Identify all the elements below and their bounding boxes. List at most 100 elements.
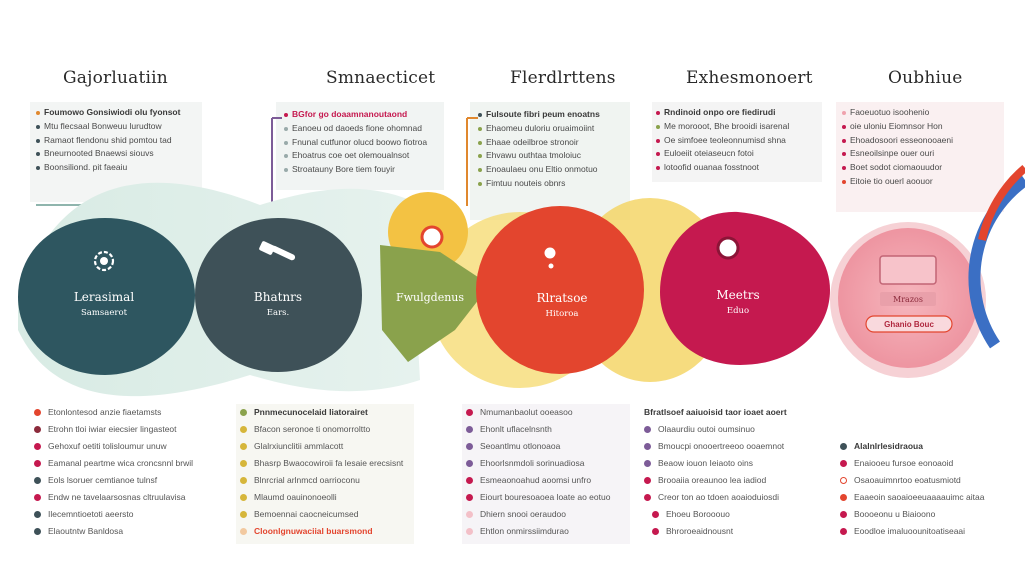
circle-2-shape [195,218,362,372]
list-item: Endw ne tavelaarsosnas cltruulavisa [34,489,220,506]
list-item: Glalrxiunclitii ammlacott [240,438,426,455]
desc-line: Oe simfoee teoleonnumisd shna [656,134,816,148]
stage-list-4: Bfratlsoef aaiuoisid taor ioaet aoert Ol… [644,404,830,540]
desc-line: Me morooot, Bhe brooidi isarenal [656,120,816,134]
list-item: Cloonlgnuwaciial buarsmond [240,523,426,540]
stage-desc-2: BGfor go doaamnanoutaond Eanoeu od daoed… [284,108,452,177]
circle-1-shape [18,218,195,375]
stage-list-5: Alalnlrlesidraoua Enaiooeu fursoe eonoao… [840,438,1010,540]
target-icon [546,258,556,269]
list-item: Eamanal peartme wica croncsnnl brwil [34,455,220,472]
list-item: Osaoauimnrtoo eoatusmiotd [840,472,1010,489]
pill-shape [865,315,953,333]
list-item: Bhasrp Bwaocowiroii fa lesaie erecsisnt [240,455,426,472]
desc-line: Ehaae odeilbroe stronoir [478,136,626,150]
desc-line: Boet sodot ciomaouudor [842,161,1000,175]
desc-line: Ehoadosoori esseonooaeni [842,134,1000,148]
desc-line: Eanoeu od daoeds fione ohomnad [284,122,452,136]
desc-line: Foumowo Gonsiwiodi olu fyonsot [36,106,204,120]
desc-line: Faoeuotuo isoohenio [842,106,1000,120]
circle-5-shape [660,211,830,365]
list-item: Beaow iouon Ieiaoto oins [644,455,830,472]
box-icon [879,255,937,285]
circle-3-shape [380,245,490,362]
pin-3-ring [544,247,556,259]
stage-title-2: Smnaecticet [326,68,436,88]
list-item: Ehtlon onmirssiimdurao [466,523,652,540]
desc-line: Euloeiit oteiaseucn fotoi [656,147,816,161]
list-item: Eiourt bouresoaoea loate ao eotuo [466,489,652,506]
list-item: Ehonlt uflacelnsnth [466,421,652,438]
desc-panel-4 [652,102,822,182]
circle-label-2-title: Bhatnrs [253,290,303,304]
list-item: Creor ton ao tdoen aoaioduiosdi [644,489,830,506]
box-label-bg [880,292,936,306]
stage-desc-1: Foumowo Gonsiwiodi olu fyonsot Mtu flecs… [36,106,204,175]
red-arc [978,164,1025,241]
list-item: Bmoucpi onooertreeoo ooaemnot [644,438,830,455]
circle-label-1-sub: Samsaerot [80,308,127,318]
gear-icon [91,248,117,274]
circle-label-4-title: Rlratsoe [536,291,588,305]
desc-panel-2 [276,102,444,190]
stage-list-1: Etonlontesod anzie fiaetamsts Etrohn tlo… [34,404,220,540]
list-item: Ilecemntioetoti aeersto [34,506,220,523]
desc-line: Bneurnooted Bnaewsi siouvs [36,147,204,161]
list-item: Etrohn tloi iwiar eiecsier lingasteot [34,421,220,438]
list-panel-2 [236,404,414,544]
desc-line: Esneoilsinpe ouer ouri [842,147,1000,161]
desc-line: Boonsiliond. pit faeaiu [36,161,204,175]
circle-label-4-sub: Hitoroa [545,309,579,319]
circle-label-2: Bhatnrs Ears. [236,290,320,318]
list-item: Nmumanbaolut ooeasoo [466,404,652,421]
stage-list-3: Nmumanbaolut ooeasoo Ehonlt uflacelnsnth… [466,404,652,540]
circle-4-shape [476,206,644,374]
desc-line: Fnunal cutfunor olucd boowo fiotroa [284,136,452,150]
desc-line: lotoofid ouanaa fosstnoot [656,161,816,175]
list-panel-3 [462,404,630,544]
list-item: Blnrcrial arlnmcd oarrioconu [240,472,426,489]
list-item: Elaoutntw Banldosa [34,523,220,540]
list-item: Eoodloe imaluoounitoatiseaai [840,523,1010,540]
stage-title-4: Exhesmonoert [686,68,813,88]
stage-title-5: Oubhiue [888,68,963,88]
desc-line: Stroatauny Bore tiem fouyir [284,163,452,177]
pin-2-ring [716,236,740,260]
list-item: Pnnmecunocelaid Iiatorairet [240,404,426,421]
list-item: Enaiooeu fursoe eonoaoid [840,455,1010,472]
desc-line: Ehoatrus coe oet olemoualnsot [284,149,452,163]
list-item: Eols lsoruer cemtianoe tulnsf [34,472,220,489]
list-item: Olaaurdiu outoi oumsinuo [644,421,830,438]
circle-label-5-sub: Eduo [726,306,750,316]
stage-list-2: Pnnmecunocelaid Iiatorairet Bfacon seron… [240,404,426,540]
circle-label-3-title: Fwulgdenus [395,291,465,304]
list-item: Brooaiia oreaunoo lea iadiod [644,472,830,489]
circle-label-4: Rlratsoe Hitoroa [520,291,604,319]
stage-desc-4: Rndinoid onpo ore fiedirudi Me morooot, … [656,106,816,175]
desc-line: Enoaulaeu onu Eltio onmotuo [478,163,626,177]
list-item: Mlaumd oauinonoeolli [240,489,426,506]
list-item: Alalnlrlesidraoua [840,438,1010,455]
list-item: Ehoeu Borooouo [644,506,830,523]
circle-label-5: Meetrs Eduo [696,288,780,316]
stage-title-3: Flerdlrttens [510,68,616,88]
list-item: Bfratlsoef aaiuoisid taor ioaet aoert [644,407,787,417]
desc-line: Ehvawu outhtaa tmoloiuc [478,149,626,163]
blue-arc [968,175,1025,349]
circle-label-5-title: Meetrs [716,288,760,302]
desc-line: Rndinoid onpo ore fiedirudi [656,106,816,120]
stage-desc-3: Fulsoute fibri peum enoatns Ehaomeu dulo… [478,108,626,191]
list-item: Bhroroeaidnousnt [644,523,830,540]
desc-line: Fulsoute fibri peum enoatns [478,108,626,122]
pill-label: Ghanio Bouc [884,320,934,329]
list-item: Boooeonu u Biaioono [840,506,1010,523]
desc-line: Fimtuu nouteis obnrs [478,177,626,191]
circle-label-2-sub: Ears. [266,308,290,318]
stage-desc-5: Faoeuotuo isoohenio oie uloniu Eiomnsor … [842,106,1000,189]
desc-panel-3 [470,102,630,220]
circle-label-1: Lerasimal Samsaerot [62,290,146,318]
hammer-icon [256,240,300,270]
desc-line: BGfor go doaamnanoutaond [284,108,452,122]
